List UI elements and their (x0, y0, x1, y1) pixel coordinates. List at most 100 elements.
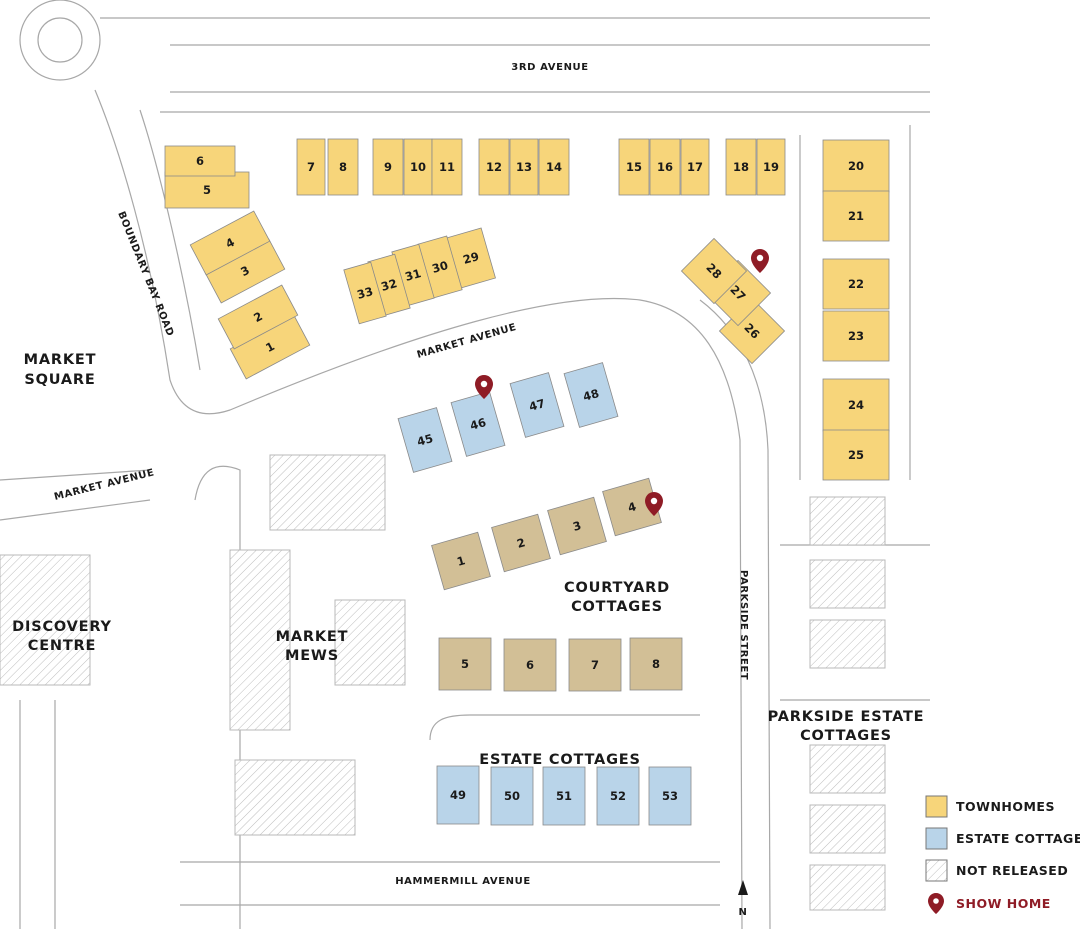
estate-cottage-lot: 53 (648, 766, 692, 826)
show-home-markers (475, 249, 769, 516)
lot-number: 52 (610, 789, 626, 803)
lot-number: 31 (403, 266, 422, 284)
show-home-pin-icon[interactable] (751, 249, 769, 273)
lot-number: 47 (527, 396, 546, 414)
townhome-lot: 16 (649, 138, 681, 196)
legend-townhomes: TOWNHOMES (956, 799, 1055, 814)
townhome-lot: 2 (217, 284, 299, 350)
townhome-lot: 9 (372, 138, 404, 196)
lot-number: 2 (515, 535, 527, 551)
estate-cottage-lot: 51 (542, 766, 586, 826)
estate-cottage-lot: 50 (490, 766, 534, 826)
estate-cottage-lot: 49 (436, 765, 480, 825)
north-arrow-icon (738, 880, 748, 895)
lot-number: 5 (203, 183, 211, 197)
townhome-lot: 11 (431, 138, 463, 196)
lot-number: 5 (461, 657, 469, 671)
townhome-lot: 14 (538, 138, 570, 196)
show-home-pin-icon[interactable] (475, 375, 493, 399)
legend-swatch-not-released (925, 859, 948, 882)
townhome-lot: 22 (822, 258, 890, 310)
lot-number: 22 (848, 277, 864, 291)
lot-number: 7 (591, 658, 599, 672)
lot-number: 45 (415, 431, 434, 449)
lot-number: 6 (196, 154, 204, 168)
lot-number: 17 (687, 160, 703, 174)
townhome-lot: 24 (822, 378, 890, 432)
townhome-lot: 8 (327, 138, 359, 196)
legend-show-home: SHOW HOME (956, 896, 1051, 911)
lot-number: 23 (848, 329, 864, 343)
courtyard-cottage-lot: 8 (629, 637, 683, 691)
townhome-lot: 18 (725, 138, 757, 196)
north-label: N (739, 907, 748, 918)
townhome-lot: 4 (189, 210, 271, 276)
lot-number: 46 (468, 415, 487, 433)
legend: TOWNHOMES ESTATE COTTAGES NOT RELEASED S… (925, 795, 1080, 914)
courtyard-cottage-lot: 7 (568, 638, 622, 692)
lot-number: 11 (439, 160, 455, 174)
townhome-lot: 5 (164, 171, 250, 209)
townhome-lot: 29 (446, 227, 496, 289)
lot-number: 7 (307, 160, 315, 174)
area-market-square-line1: MARKET (24, 352, 97, 368)
courtyard-cottage-lot: 2 (491, 513, 551, 573)
lot-number: 10 (410, 160, 426, 174)
road-label-3rd-avenue: 3RD AVENUE (511, 62, 588, 73)
lot-number: 15 (626, 160, 642, 174)
lot-number: 16 (657, 160, 673, 174)
townhome-lot: 7 (296, 138, 326, 196)
show-home-pin-icon[interactable] (645, 492, 663, 516)
area-market-square-line2: SQUARE (24, 372, 95, 388)
townhome-lot: 23 (822, 310, 890, 362)
townhome-lot: 20 (822, 139, 890, 193)
courtyard-cottage-lot: 3 (547, 496, 607, 556)
legend-swatch-townhomes (925, 795, 948, 818)
townhome-lot: 33 (343, 261, 387, 325)
lot-number: 21 (848, 209, 864, 223)
lot-number: 51 (556, 789, 572, 803)
townhome-lot: 10 (403, 138, 433, 196)
road-label-boundary-bay-road: BOUNDARY BAY ROAD (115, 210, 175, 338)
lot-number: 14 (546, 160, 562, 174)
lot-number: 8 (339, 160, 347, 174)
townhome-lot: 19 (756, 138, 786, 196)
road-lines (0, 0, 930, 930)
lot-number: 48 (581, 386, 600, 404)
lot-number: 50 (504, 789, 520, 803)
townhome-lot: 17 (680, 138, 710, 196)
area-estate-cottages: ESTATE COTTAGES (479, 752, 640, 768)
townhome-lot: 25 (822, 429, 890, 481)
estate-cottage-lot: 48 (563, 362, 619, 428)
area-parkside-estate-cottages-line1: PARKSIDE ESTATE (768, 709, 925, 725)
lot-number: 49 (450, 788, 466, 802)
lot-number: 32 (379, 276, 398, 294)
estate-cottage-lot: 47 (509, 372, 565, 438)
estate-cottage-lot: 52 (596, 766, 640, 826)
area-market-mews-line1: MARKET (276, 629, 349, 645)
lot-number: 20 (848, 159, 864, 173)
legend-not-released: NOT RELEASED (956, 863, 1068, 878)
lot-number: 18 (733, 160, 749, 174)
lot-number: 30 (430, 258, 449, 276)
lot-number: 6 (526, 658, 534, 672)
townhome-lot: 12 (478, 138, 510, 196)
lot-number: 4 (626, 499, 638, 515)
townhome-lot: 21 (822, 190, 890, 242)
townhome-lot: 13 (509, 138, 539, 196)
not-released-blocks (0, 454, 886, 911)
lot-number: 9 (384, 160, 392, 174)
lot-number: 8 (652, 657, 660, 671)
road-label-hammermill-avenue: HAMMERMILL AVENUE (395, 876, 531, 887)
area-discovery-centre-line1: DISCOVERY (12, 619, 112, 635)
courtyard-cottage-lot: 6 (503, 638, 557, 692)
legend-estate-cottages: ESTATE COTTAGES (956, 831, 1080, 846)
townhome-lot: 15 (618, 138, 650, 196)
courtyard-cottage-lot: 5 (438, 637, 492, 691)
lot-number: 13 (516, 160, 532, 174)
